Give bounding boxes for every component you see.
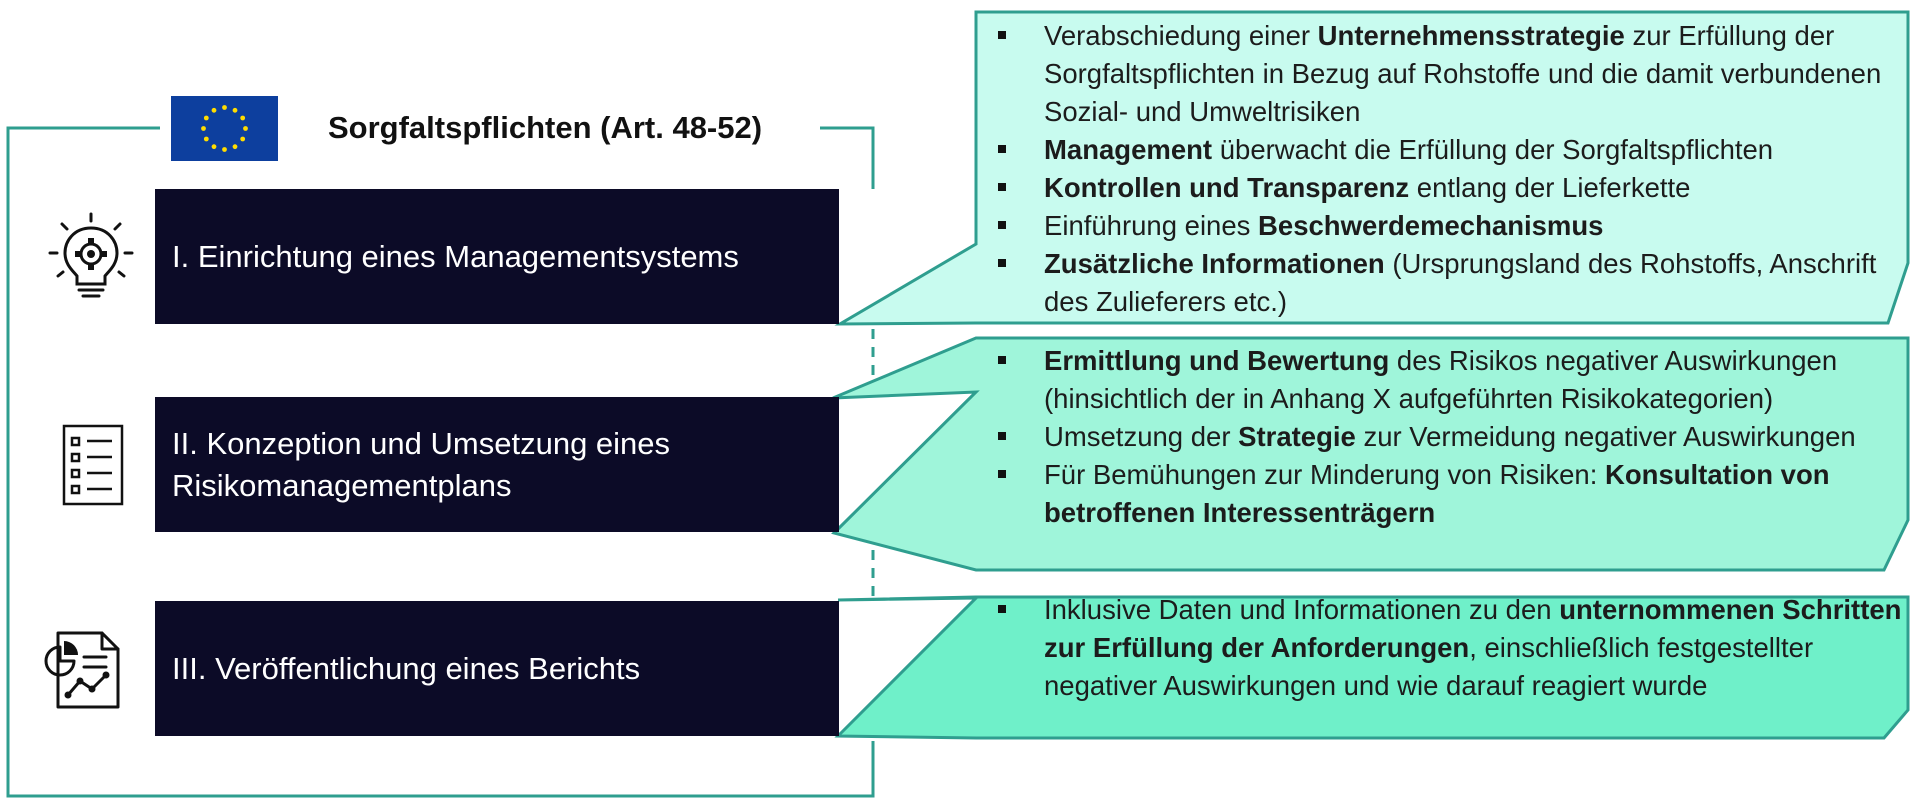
flag-star: [211, 144, 217, 150]
step-box-2: II. Konzeption und Umsetzung eines Risik…: [155, 397, 839, 532]
step-label-2: II. Konzeption und Umsetzung eines Risik…: [172, 425, 671, 503]
flag-star: [201, 126, 206, 131]
bullet-item: Für Bemühungen zur Minderung von Risiken…: [976, 456, 1906, 532]
step-label-1: I. Einrichtung eines Managementsystems: [172, 238, 739, 274]
flag-star: [203, 115, 209, 121]
step-details-3: Inklusive Daten und Informationen zu den…: [976, 591, 1906, 705]
flag-star: [203, 136, 209, 142]
bullet-list-2: Ermittlung und Bewertung des Risikos neg…: [976, 342, 1906, 532]
step-details-2: Ermittlung und Bewertung des Risikos neg…: [976, 342, 1906, 532]
bullet-item: Ermittlung und Bewertung des Risikos neg…: [976, 342, 1906, 418]
report-chart-icon: [44, 631, 120, 709]
bullet-item: Inklusive Daten und Informationen zu den…: [976, 591, 1906, 705]
lightbulb-gear-icon: [48, 212, 134, 298]
eu-flag-icon: [171, 96, 278, 161]
step-details-1: Verabschiedung einer Unternehmensstrateg…: [976, 17, 1906, 321]
flag-star: [232, 107, 238, 113]
bullet-list-3: Inklusive Daten und Informationen zu den…: [976, 591, 1906, 705]
flag-star: [243, 126, 248, 131]
flag-star: [240, 136, 246, 142]
step-box-1: I. Einrichtung eines Managementsystems: [155, 189, 839, 324]
bullet-item: Umsetzung der Strategie zur Vermeidung n…: [976, 418, 1906, 456]
flag-star: [222, 147, 227, 152]
step-box-3: III. Veröffentlichung eines Berichts: [155, 601, 839, 736]
bullet-list-1: Verabschiedung einer Unternehmensstrateg…: [976, 17, 1906, 321]
bullet-item: Verabschiedung einer Unternehmensstrateg…: [976, 17, 1906, 131]
flag-star: [211, 107, 217, 113]
step-label-3: III. Veröffentlichung eines Berichts: [172, 650, 641, 686]
flag-star: [222, 105, 227, 110]
flag-star: [240, 115, 246, 121]
section-title: Sorgfaltspflichten (Art. 48-52): [328, 110, 763, 145]
bullet-item: Zusätzliche Informationen (Ursprungsland…: [976, 245, 1906, 321]
bullet-item: Kontrollen und Transparenz entlang der L…: [976, 169, 1906, 207]
bullet-item: Management überwacht die Erfüllung der S…: [976, 131, 1906, 169]
flag-star: [232, 144, 238, 150]
checklist-icon: [62, 424, 124, 506]
bullet-item: Einführung eines Beschwerdemechanismus: [976, 207, 1906, 245]
